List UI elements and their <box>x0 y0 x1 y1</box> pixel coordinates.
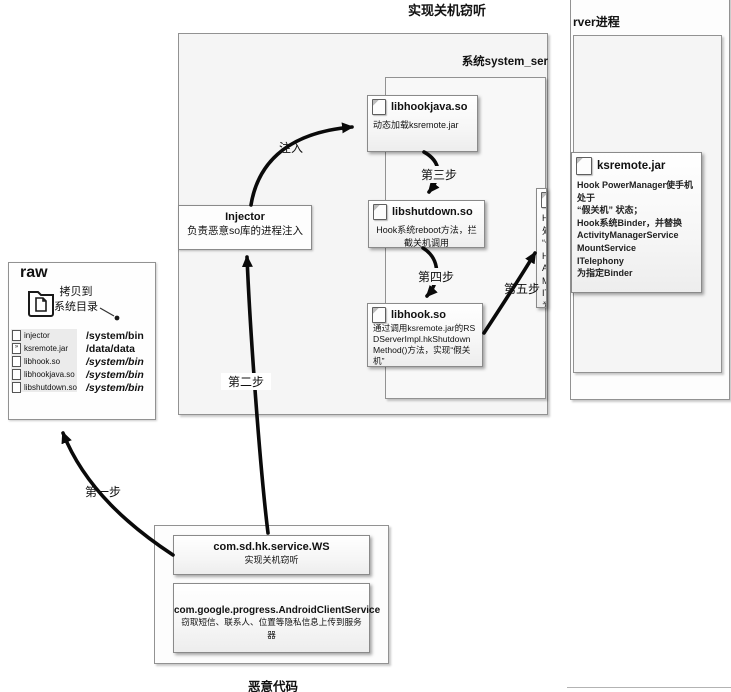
libshutdown-box: libshutdown.so Hook系统reboot方法，拦截关机调用 <box>368 200 485 248</box>
libhook-box: libhook.so 通过调用ksremote.jar的RSDServerImp… <box>367 303 483 367</box>
inject-label: 注入 <box>278 141 303 155</box>
cropped-box-edge <box>567 687 731 688</box>
libhook-title: libhook.so <box>391 309 446 321</box>
ksremote-box: ksremote.jar Hook PowerManager使手机处于 “假关机… <box>571 152 702 293</box>
step3-label: 第三步 <box>414 166 464 183</box>
document-icon <box>372 99 386 115</box>
ksremote-clipped-body: Hook PowerManager使手机处于 “假关机” 状态； Hook系统B… <box>542 213 546 307</box>
libshutdown-title: libshutdown.so <box>392 206 473 218</box>
document-icon <box>541 192 546 208</box>
folder-icon <box>28 291 54 317</box>
ws-service-box: com.sd.hk.service.WS 实现关机窃听 <box>173 535 370 575</box>
file-path: /system/bin <box>86 368 144 381</box>
ksremote-clipped-box: ksremote.jar Hook PowerManager使手机处于 “假关机… <box>536 188 547 308</box>
file-path: /system/bin <box>86 355 144 368</box>
libshutdown-body: Hook系统reboot方法，拦截关机调用 <box>376 225 477 248</box>
file-name: libhook.so <box>24 357 61 366</box>
file-row: injector /system/bin <box>12 329 150 342</box>
file-path: /system/bin <box>86 381 144 394</box>
document-icon <box>372 307 386 323</box>
file-path: /system/bin <box>86 329 144 342</box>
step1-label: 第一步 <box>84 485 121 499</box>
client-service-box: com.google.progress.AndroidClientService… <box>173 583 381 653</box>
injector-body: 负责恶意so库的进程注入 <box>186 225 304 237</box>
raw-file-list: injector /system/bin » ksremote.jar /dat… <box>12 329 150 394</box>
document-icon <box>576 157 592 175</box>
file-icon <box>12 369 21 380</box>
ws-service-title: com.sd.hk.service.WS <box>213 541 330 553</box>
ws-service-subtitle: 实现关机窃听 <box>244 555 299 565</box>
file-path: /data/data <box>86 342 136 355</box>
copy-note: 拷贝到 系统目录 <box>54 286 98 313</box>
file-row: libhook.so /system/bin <box>12 355 150 368</box>
libhook-body: 通过调用ksremote.jar的RSDServerImpl.hkShutdow… <box>373 323 476 366</box>
file-name: libhookjava.so <box>24 370 75 379</box>
malicious-code-label: 恶意代码 <box>247 680 298 692</box>
ksremote-body: Hook PowerManager使手机处于 “假关机” 状态； Hook系统B… <box>577 180 694 279</box>
document-icon <box>373 204 387 220</box>
injector-title: Injector <box>225 211 265 223</box>
file-name: injector <box>24 331 50 340</box>
libhookjava-body: 动态加载ksremote.jar <box>373 120 459 130</box>
server-process-label: rver进程 <box>573 15 620 29</box>
file-name: libshutdown.so <box>24 383 77 392</box>
file-name: ksremote.jar <box>24 344 69 353</box>
file-row: libshutdown.so /system/bin <box>12 381 150 394</box>
libhookjava-box: libhookjava.so 动态加载ksremote.jar <box>367 95 478 152</box>
client-service-subtitle: 窃取短信、联系人、位置等隐私信息上传到服务器 <box>181 617 362 640</box>
raw-title: raw <box>20 264 48 281</box>
injector-box: Injector 负责恶意so库的进程注入 <box>178 205 312 250</box>
file-icon <box>12 356 21 367</box>
step5-label: 第五步 <box>503 282 540 296</box>
ksremote-title: ksremote.jar <box>597 160 666 172</box>
file-list-backing <box>11 329 77 392</box>
file-icon <box>12 330 21 341</box>
step4-label: 第四步 <box>411 268 461 285</box>
step2-label: 第二步 <box>221 373 271 390</box>
client-service-title: com.google.progress.AndroidClientService <box>174 605 381 616</box>
file-icon <box>12 382 21 393</box>
jar-file-icon: » <box>12 343 21 354</box>
system-server-label: 系统system_ser <box>461 56 548 68</box>
libhookjava-title: libhookjava.so <box>391 101 468 113</box>
page-title: 实现关机窃听 <box>407 3 486 18</box>
file-row: libhookjava.so /system/bin <box>12 368 150 381</box>
file-row: » ksremote.jar /data/data <box>12 342 150 355</box>
